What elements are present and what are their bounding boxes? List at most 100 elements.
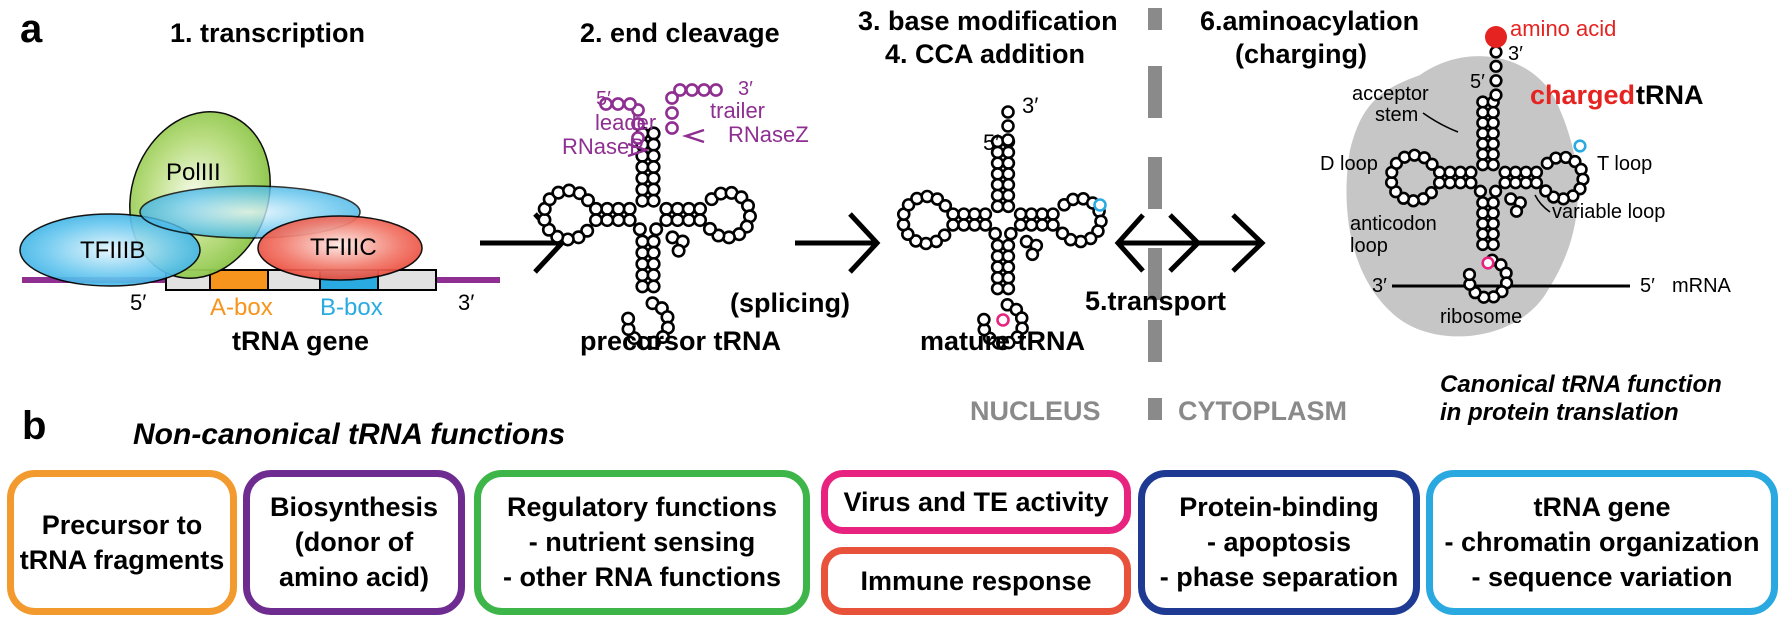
step-transcription: 1. transcription xyxy=(170,18,365,48)
nucleotide-bead xyxy=(1001,145,1016,160)
nucleotide-bead xyxy=(1046,207,1060,221)
function-box-protein-binding: Protein-binding - apoptosis - phase sepa… xyxy=(1138,470,1420,615)
nucleotide-bead xyxy=(1001,238,1016,253)
nucleotide-bead xyxy=(1001,260,1016,274)
box-line: - other RNA functions xyxy=(503,562,781,592)
nucleotide-bead xyxy=(1464,176,1478,190)
a-box-region xyxy=(209,269,269,291)
nucleotide-bead xyxy=(670,213,685,228)
box-line: tRNA fragments xyxy=(19,544,225,575)
nucleotide-bead xyxy=(611,213,626,228)
nucleotide-bead xyxy=(580,193,595,208)
charged-three-prime: 3′ xyxy=(1508,43,1523,65)
mature-trna: 3′ 5′ mature tRNA xyxy=(896,93,1108,356)
charged-title-black: tRNA xyxy=(1636,80,1704,110)
nucleotide-bead xyxy=(1001,281,1016,296)
nucleotide-bead xyxy=(1001,199,1016,214)
step-base-modification: 3. base modification xyxy=(858,6,1118,36)
nucleotide-bead xyxy=(1001,188,1016,203)
nucleotide-bead xyxy=(1093,198,1107,212)
nucleotide-bead xyxy=(623,97,637,111)
nucleotide-bead xyxy=(1476,227,1490,241)
nucleotide-bead xyxy=(1489,59,1503,73)
nucleotide-bead xyxy=(611,201,626,216)
canonical-caption-line2: in protein translation xyxy=(1440,399,1679,426)
anticodon-loop-label: loop xyxy=(1350,235,1388,257)
nucleotide-bead xyxy=(646,137,661,152)
nucleotide-bead xyxy=(1476,196,1490,210)
compartment-divider xyxy=(1148,8,1162,420)
nucleotide-bead xyxy=(635,245,650,260)
nucleotide-bead xyxy=(1035,207,1049,221)
polIII-label: PolIII xyxy=(166,159,221,186)
function-box-trna-fragments: Precursor to tRNA fragments xyxy=(7,470,237,615)
nucleotide-bead xyxy=(702,221,717,236)
cleavage-mark xyxy=(627,142,650,158)
function-box-trna-gene: tRNA gene - chromatin organization - seq… xyxy=(1426,470,1778,615)
box-line: - chromatin organization xyxy=(1444,527,1760,557)
mature-three-prime: 3′ xyxy=(1022,93,1038,118)
nucleotide-bead xyxy=(646,182,661,197)
nucleotide-bead xyxy=(990,281,1005,296)
variable-loop-pointer xyxy=(1534,194,1551,213)
nucleotide-bead xyxy=(622,213,637,228)
nucleotide-bead xyxy=(1001,167,1016,181)
nucleotide-bead xyxy=(1508,176,1523,190)
nucleotide-bead xyxy=(631,131,645,145)
nucleotide-bead xyxy=(665,121,679,135)
nucleotide-bead xyxy=(1486,237,1500,252)
gene-three-prime: 3′ xyxy=(458,290,474,315)
nucleotide-bead xyxy=(673,83,687,97)
nucleotide-bead xyxy=(665,106,679,120)
function-box-virus-te: Virus and TE activity xyxy=(821,470,1131,534)
function-box-regulatory: Regulatory functions - nutrient sensing … xyxy=(474,470,810,615)
variable-loop-label: variable loop xyxy=(1552,201,1665,223)
precursor-three-prime: 3′ xyxy=(738,78,753,100)
nucleotide-bead xyxy=(611,97,625,111)
box-line: Protein-binding xyxy=(1179,492,1379,522)
gene-caption: tRNA gene xyxy=(232,326,369,356)
box-line: - apoptosis xyxy=(1206,527,1351,557)
nucleotide-bead xyxy=(1486,196,1500,210)
precursor-trna: 5′ 3′ leader trailer RNaseP RNaseZ (spli… xyxy=(537,78,850,356)
amino-acid-dot xyxy=(1485,26,1507,48)
nucleotide-bead xyxy=(1486,137,1500,151)
nucleotide-bead xyxy=(938,199,953,213)
nucleotide-bead xyxy=(1486,116,1500,130)
nucleotide-bead xyxy=(1476,95,1490,109)
nucleotide-bead xyxy=(1486,147,1500,161)
nucleus-label: NUCLEUS xyxy=(970,396,1101,426)
cytoplasm-label: CYTOPLASM xyxy=(1178,396,1347,426)
step-aminoacylation: 6.aminoacylation xyxy=(1200,6,1419,36)
box-line: amino acid) xyxy=(278,562,430,592)
nucleotide-bead xyxy=(1486,105,1500,120)
leader-label: leader xyxy=(595,110,656,135)
mature-caption: mature tRNA xyxy=(920,326,1085,356)
rnasez-label: RNaseZ xyxy=(728,122,809,147)
nucleotide-bead xyxy=(685,83,699,97)
nucleotide-bead xyxy=(681,201,696,216)
nucleotide-bead xyxy=(1024,218,1039,232)
nucleotide-bead xyxy=(1573,139,1587,153)
nucleotide-bead xyxy=(1498,165,1512,179)
trna-gene-illustration: PolIII TFIIIB TFIIIC 5′ 3′ A-box B-box t… xyxy=(19,111,500,356)
nucleotide-bead xyxy=(1462,267,1477,282)
nucleotide-bead xyxy=(1476,105,1490,120)
nucleotide-bead xyxy=(646,193,661,208)
nucleotide-bead xyxy=(1486,158,1500,172)
box-line: - sequence variation xyxy=(1471,562,1733,592)
nucleotide-bead xyxy=(600,201,615,216)
nucleotide-bead xyxy=(649,222,664,237)
arrow-to-mature xyxy=(795,212,881,274)
box-line: Biosynthesis xyxy=(269,492,439,522)
nucleotide-bead xyxy=(1001,271,1016,285)
nucleotide-bead xyxy=(990,271,1005,285)
precursor-five-prime: 5′ xyxy=(596,88,611,110)
nucleotide-bead xyxy=(978,207,993,221)
b-box-label: B-box xyxy=(320,294,383,321)
nucleotide-bead xyxy=(635,234,650,249)
nucleotide-bead xyxy=(1453,176,1468,190)
nucleotide-bead xyxy=(671,243,686,258)
gene-five-prime: 5′ xyxy=(130,290,146,315)
